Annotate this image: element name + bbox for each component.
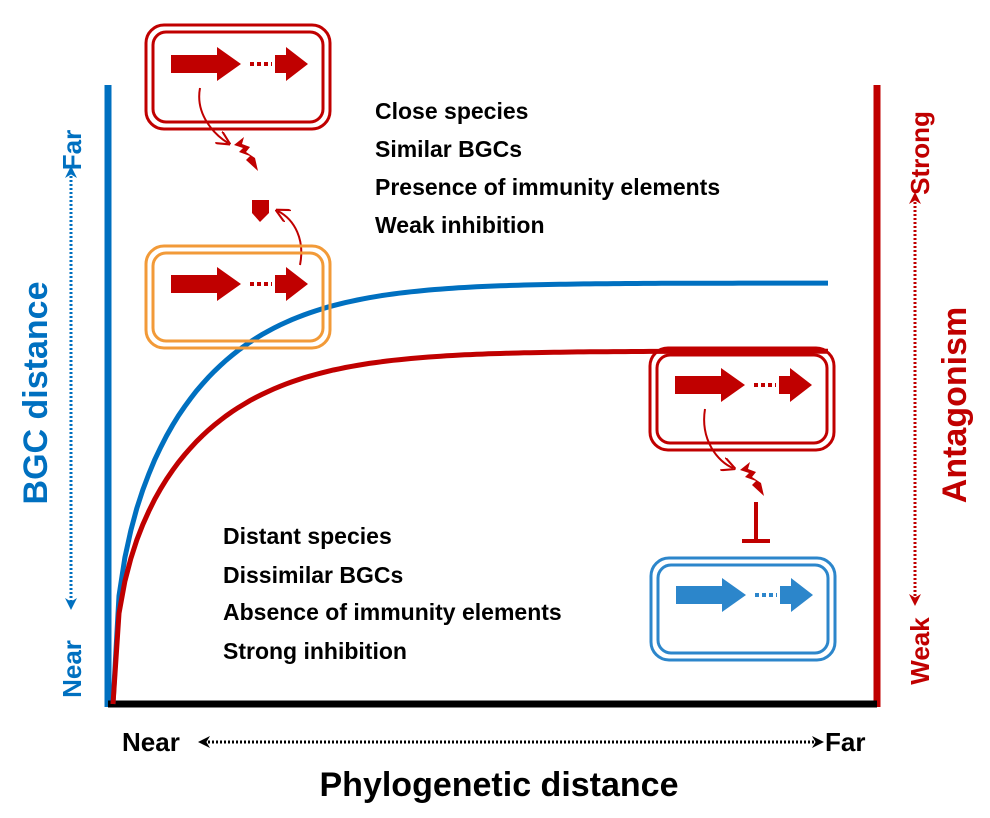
lower-note: Dissimilar BGCs bbox=[223, 562, 403, 588]
antibiotic-bolt-icon bbox=[234, 137, 258, 171]
upper-note: Presence of immunity elements bbox=[375, 174, 720, 200]
bottom-axis-title: Phylogenetic distance bbox=[320, 766, 679, 804]
close-target-cell bbox=[144, 244, 332, 350]
bgc-distance-curve bbox=[110, 280, 828, 705]
bgc-gene-arrows bbox=[169, 45, 310, 83]
secretion-arrow bbox=[703, 408, 733, 468]
lower-note: Strong inhibition bbox=[223, 638, 407, 664]
right-axis-low-label: Weak bbox=[905, 617, 935, 685]
close-producer-cell bbox=[144, 23, 332, 131]
left-axis-low-label: Near bbox=[57, 640, 87, 698]
left-axis-high-label: Far bbox=[57, 130, 87, 170]
bottom-axis-low-label: Near bbox=[122, 727, 180, 757]
right-axis-title: Antagonism bbox=[936, 307, 974, 503]
antagonism-curve bbox=[110, 348, 828, 705]
upper-notes: Close species Similar BGCs Presence of i… bbox=[375, 98, 720, 238]
bottom-axis-high-label: Far bbox=[825, 727, 865, 757]
inhibition-icon bbox=[742, 502, 770, 543]
immunity-expression-arrow bbox=[278, 211, 303, 266]
secretion-arrow bbox=[198, 87, 228, 143]
lower-note: Absence of immunity elements bbox=[223, 599, 562, 625]
bgc-gene-arrows bbox=[169, 265, 310, 303]
right-axis-high-label: Strong bbox=[905, 111, 935, 195]
upper-note: Weak inhibition bbox=[375, 212, 545, 238]
bgc-gene-arrows bbox=[673, 366, 814, 404]
left-axis-title: BGC distance bbox=[17, 282, 55, 505]
immunity-element-icon bbox=[252, 200, 269, 222]
bgc-gene-arrows bbox=[674, 576, 815, 614]
antibiotic-bolt-icon bbox=[740, 462, 764, 496]
distant-target-cell bbox=[649, 556, 837, 662]
upper-note: Similar BGCs bbox=[375, 136, 522, 162]
distant-producer-cell bbox=[648, 346, 836, 452]
upper-note: Close species bbox=[375, 98, 528, 124]
lower-note: Distant species bbox=[223, 523, 392, 549]
lower-notes: Distant species Dissimilar BGCs Absence … bbox=[223, 523, 562, 664]
